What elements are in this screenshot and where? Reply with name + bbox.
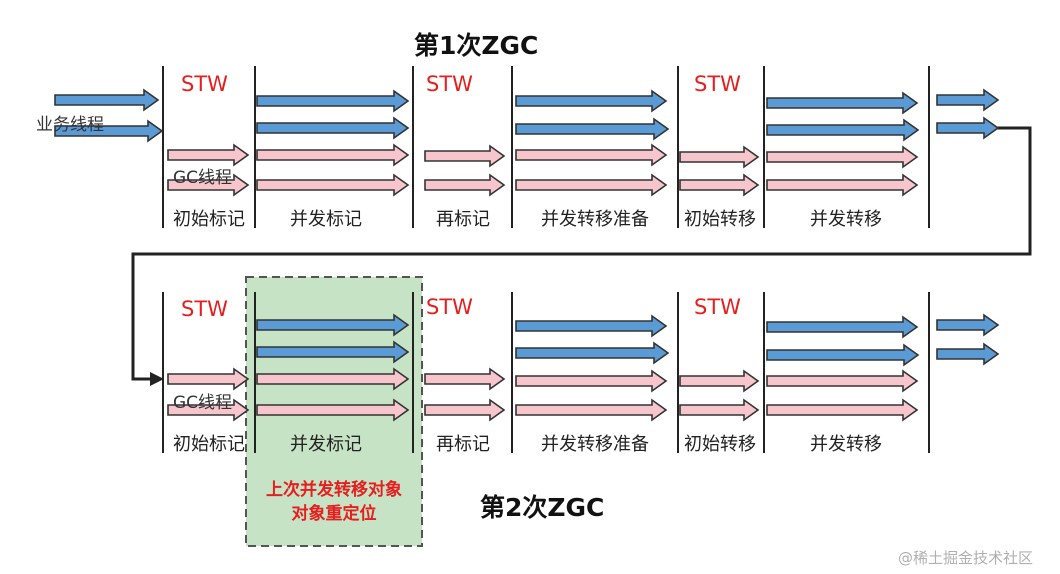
app-thread-arrow-26 [766,315,919,339]
gc1-phase-remark: 再标记 [436,209,490,230]
gc-thread-arrow-21 [766,173,919,197]
app-thread-arrow-29 [936,342,1000,366]
gc2-stw-label-2: STW [426,295,473,319]
app-thread-arrow-5 [515,117,670,141]
app-thread-arrow-22 [256,313,410,337]
gc2-stw-label-3: STW [694,295,741,319]
gc-thread-arrow-32 [256,367,410,391]
gc2-phase-dividers [162,292,930,453]
gc1-phase-dividers [162,66,930,228]
gc-thread-arrow-16 [515,143,668,167]
gc1-app-thread-label: 业务线程 [36,115,104,135]
app-thread-arrow-9 [936,116,1000,140]
gc2-phase-concurrent-relocate: 并发转移 [810,434,882,455]
gc-thread-arrow-38 [679,369,760,393]
gc1-phase-initial-relocate: 初始转移 [684,209,756,230]
gc2-phase-initial-mark: 初始标记 [173,434,245,455]
app-thread-arrow-27 [766,343,920,367]
gc1-stw-label-3: STW [694,72,741,96]
gc-thread-arrow-35 [424,398,506,422]
gc-thread-arrow-13 [256,173,410,197]
cycle-connector-arrowhead [150,372,164,386]
gc-thread-arrow-19 [679,173,760,197]
gc-thread-arrow-36 [515,369,668,393]
gc1-gc-thread-label: GC线程 [173,168,233,188]
gc-thread-arrow-39 [679,398,760,422]
app-thread-arrow-7 [766,118,920,142]
gc2-phase-initial-relocate: 初始转移 [684,434,756,455]
gc-thread-arrow-41 [766,398,919,422]
app-thread-arrow-1 [54,119,164,143]
gc-thread-arrow-31 [167,398,250,422]
gc1-phase-concurrent-mark: 并发标记 [290,209,362,230]
app-thread-arrow-3 [256,116,410,140]
app-thread-arrow-25 [515,341,670,365]
gc1-phase-initial-mark: 初始标记 [173,209,245,230]
gc-thread-arrow-11 [167,173,250,197]
app-thread-arrow-23 [256,340,410,364]
gc-thread-arrow-40 [766,369,919,393]
relocation-note: 上次并发转移对象 对象重定位 [246,478,422,526]
cycle-connector-line [131,126,1032,381]
gc-thread-arrow-37 [515,398,668,422]
app-thread-arrow-8 [936,88,1000,112]
gc-thread-arrow-15 [424,173,506,197]
app-thread-arrow-6 [766,91,919,115]
app-thread-arrow-0 [54,88,160,112]
gc2-phase-remark: 再标记 [436,434,490,455]
app-thread-arrow-24 [515,314,668,338]
gc1-phase-relocate-prepare: 并发转移准备 [541,209,649,230]
gc-thread-arrow-10 [167,143,250,167]
gc2-gc-thread-label: GC线程 [173,393,233,413]
relocation-note-line-2: 对象重定位 [291,504,377,524]
gc-thread-arrow-14 [424,144,506,168]
gc-thread-arrow-20 [766,145,919,169]
thread-arrows [54,88,1000,422]
gc-thread-arrow-30 [167,367,250,391]
gc-thread-arrow-12 [256,143,410,167]
gc1-stw-label-2: STW [426,72,473,96]
relocation-note-line-1: 上次并发转移对象 [266,480,402,500]
gc-thread-arrow-34 [424,367,506,391]
app-thread-arrow-28 [936,313,1000,337]
gc-thread-arrow-33 [256,398,410,422]
app-thread-arrow-2 [256,89,410,113]
gc2-phase-concurrent-mark: 并发标记 [290,434,362,455]
gc1-phase-concurrent-relocate: 并发转移 [810,209,882,230]
watermark: @稀土掘金技术社区 [898,549,1034,567]
gc1-stw-label-1: STW [181,72,228,96]
app-thread-arrow-4 [515,89,668,113]
gc1-title: 第1次ZGC [414,31,539,60]
gc2-phase-relocate-prepare: 并发转移准备 [541,434,649,455]
gc-thread-arrow-18 [679,145,760,169]
gc2-stw-label-1: STW [181,297,228,321]
gc-thread-arrow-17 [515,173,668,197]
gc2-title: 第2次ZGC [480,493,605,522]
